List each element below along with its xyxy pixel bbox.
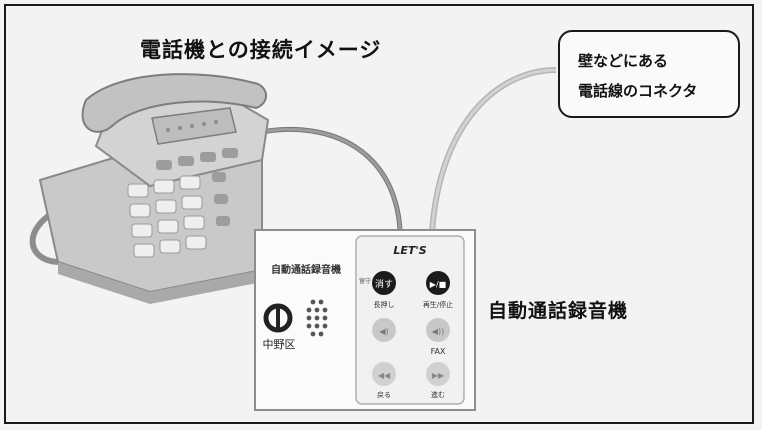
telephone-icon [29,73,270,304]
svg-text:消す: 消す [375,278,393,290]
volume-up-button[interactable]: ◀)) FAX [426,318,450,356]
wall-connector-callout: 壁などにある 電話線のコネクタ [558,30,740,118]
speaker-grille [306,299,328,337]
call-recorder-device: LET'S 自動通話録音機 中野区 消す 長押し 留守 ▶/■ 再生/停止 [254,229,476,411]
ward-logo-text: 中野区 [263,338,296,351]
svg-text:◀◀: ◀◀ [378,371,391,380]
recorder-label: 自動通話録音機 [488,300,629,322]
svg-text:再生/停止: 再生/停止 [423,300,453,309]
play-stop-button[interactable]: ▶/■ 再生/停止 [423,271,453,309]
svg-text:進む: 進む [431,390,445,399]
svg-text:◀): ◀) [379,327,388,336]
svg-text:◀)): ◀)) [432,327,444,336]
callout-line-2: 電話線のコネクタ [578,82,698,100]
handset [81,73,267,133]
erase-button[interactable]: 消す 長押し 留守 [359,271,396,309]
volume-down-button[interactable]: ◀) [372,318,396,342]
forward-button[interactable]: ▶▶ 進む [426,362,450,399]
svg-text:▶▶: ▶▶ [432,371,445,380]
svg-text:長押し: 長押し [374,300,395,309]
nakano-ward-logo [263,303,293,333]
svg-text:留守: 留守 [359,277,371,285]
device-brand: LET'S [393,244,426,257]
svg-text:FAX: FAX [431,347,446,356]
rewind-button[interactable]: ◀◀ 戻る [372,362,396,399]
callout-line-1: 壁などにある [578,52,669,70]
svg-text:▶/■: ▶/■ [430,280,446,289]
diagram-title: 電話機との接続イメージ [140,38,382,62]
device-name-plate: 自動通話録音機 [271,263,341,276]
phone-to-recorder-cable [261,126,403,231]
svg-text:戻る: 戻る [377,390,391,399]
